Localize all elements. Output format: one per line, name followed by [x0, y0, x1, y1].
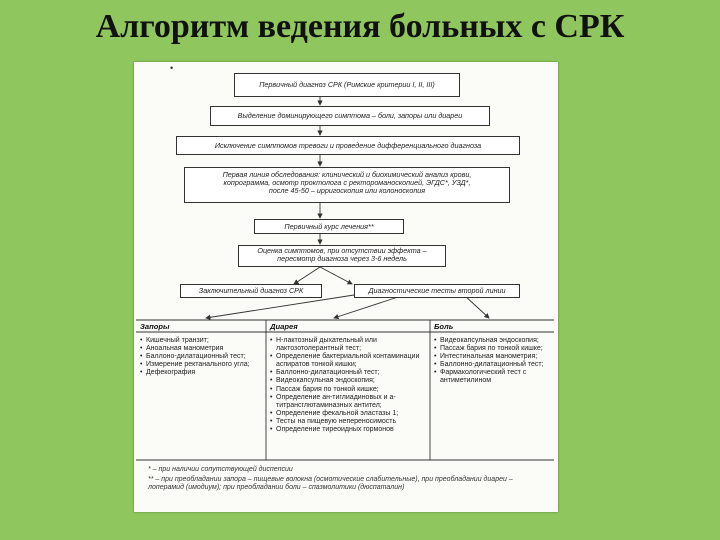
list-item: Н-лактозный дыхательный или лактозотолер…: [270, 337, 426, 353]
arrow-9: [333, 294, 405, 320]
list-item: Интестинальная манометрия;: [434, 353, 552, 361]
list-item: Баллонно-дилатационный тест;: [270, 369, 426, 377]
evaluation-text-2: пересмотр диагноза через 3-6 недель: [277, 254, 407, 264]
column-header-diarrhea: Диарея: [270, 322, 298, 331]
list-item: Тесты на пищевую непереносимость: [270, 418, 426, 426]
box-final-diagnosis: Заключительный диагноз СРК: [180, 284, 322, 298]
diarrhea-tests-list: Н-лактозный дыхательный или лактозотолер…: [270, 337, 426, 434]
list-item: Видеокапсульная эндоскопия;: [434, 337, 552, 345]
footnote-1: * – при наличии сопутствующей диспепсии: [148, 466, 293, 473]
list-item: Пассаж бария по тонкой кишке;: [270, 386, 426, 394]
column-header-constipation: Запоры: [140, 322, 170, 331]
list-item: Аноальная манометрия: [140, 345, 262, 353]
list-item: Баллонно-дилатационный тест;: [434, 361, 552, 369]
constipation-tests-list: Кишечный транзит; Аноальная манометрия Б…: [140, 337, 262, 378]
arrow-6: [293, 266, 321, 285]
list-item: Измерение ректанального угла;: [140, 361, 262, 369]
box-alarm-symptoms: Исключение симптомов тревоги и проведени…: [176, 136, 520, 155]
box-first-line-tests: Первая линия обследования: клинический и…: [184, 167, 510, 203]
box-second-line-tests: Диагностические тесты второй линии: [354, 284, 520, 298]
list-item: Определение бактериальной контаминации а…: [270, 353, 426, 369]
list-item: Пассаж бария по тонкой кишке;: [434, 345, 552, 353]
box-primary-diagnosis: Первичный диагноз СРК (Римские критерии …: [234, 73, 460, 97]
list-item: Кишечный транзит;: [140, 337, 262, 345]
slide-title: Алгоритм ведения больных с СРК: [95, 8, 625, 45]
arrow-8: [205, 294, 355, 320]
box-symptom-evaluation: Оценка симптомов, при отсутствии эффекта…: [238, 245, 446, 267]
bullet-mark: •: [170, 63, 174, 73]
arrow-7: [319, 266, 353, 285]
algorithm-document: • Первичный диагноз СРК (Римские: [134, 62, 558, 512]
list-item: Видеокапсульная эндоскопия;: [270, 377, 426, 385]
pain-tests-list: Видеокапсульная эндоскопия; Пассаж бария…: [434, 337, 552, 386]
evaluation-text-1: Оценка симптомов, при отсутствии эффекта…: [257, 246, 427, 255]
flow-arrows: [136, 97, 554, 461]
list-item: Фармакологический тест с антиметилином: [434, 369, 552, 385]
box-initial-treatment: Первичный курс лечения**: [254, 219, 404, 234]
first-line-text-3: после 45-50 – ирригоскопия или колоноско…: [268, 186, 426, 196]
box-dominant-symptom: Выделение доминирующего симптома – боли,…: [210, 106, 490, 126]
list-item: Определение ан-тиглиадиновых и а-титранс…: [270, 394, 426, 410]
arrow-10: [463, 294, 490, 319]
list-item: Определение фекальной эластазы 1;: [270, 410, 426, 418]
footnote-2: ** – при преобладании запора – пищевые в…: [148, 476, 513, 492]
first-line-text-1: Первая линия обследования: клинический и…: [222, 170, 472, 179]
list-item: Баллоно-дилатационный тест;: [140, 353, 262, 361]
first-line-text-2: копрограмма, осмотр проктолога с ректоро…: [223, 178, 471, 188]
column-header-pain: Боль: [434, 322, 454, 331]
list-item: Дефекография: [140, 369, 262, 377]
list-item: Определение тиреоидных гормонов: [270, 426, 426, 434]
